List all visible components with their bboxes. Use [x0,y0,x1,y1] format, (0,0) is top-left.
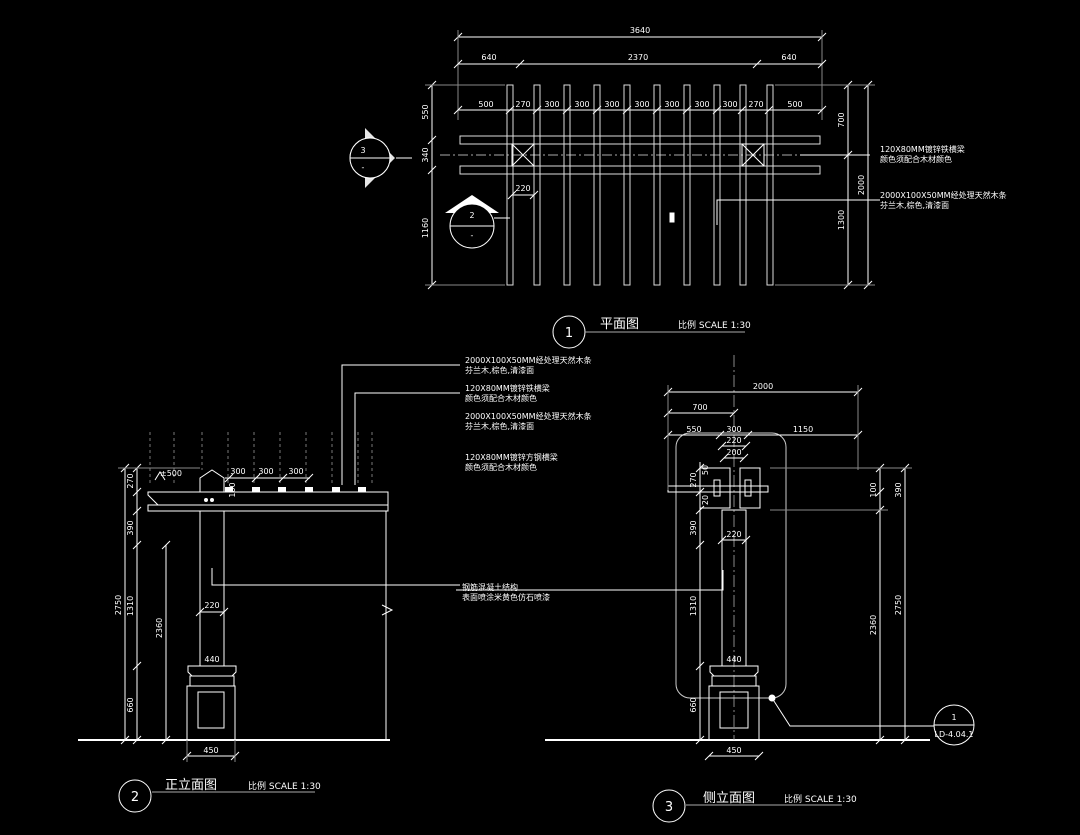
plan-note-slat-1: 2000X100X50MM经处理天然木条 [880,190,1007,200]
plan-dim-middle: 2370 [628,53,648,62]
side-scale: 比例 SCALE 1:30 [784,793,857,805]
front-note-1b: 芬兰木,棕色,清漆面 [465,365,534,375]
front-dim: 300 [230,467,245,476]
side-labels: 2000 700 550 300 1150 220 200 50 20 270 … [665,382,974,815]
front-note-3b: 芬兰木,棕色,清漆面 [465,421,534,431]
plan-view [349,30,880,349]
slat-dim: 270 [515,100,530,109]
side-left-dim: 50 [701,465,710,475]
plan-title: 平面图 [600,317,639,332]
plan-note-slat-2: 芬兰木,棕色,清漆面 [880,200,949,210]
section-marker-3-label: 3 [360,146,365,155]
side-base-width: 450 [726,746,741,755]
side-dim: 2000 [753,382,773,391]
side-left-dim: 1310 [689,596,698,616]
side-left-dim: 20 [701,495,710,505]
side-left-dim: 390 [689,520,698,535]
plan-right-dim-1: 700 [837,112,846,127]
side-dim: 200 [726,448,741,457]
plan-right-dim-2: 2000 [857,175,866,195]
plan-slat-dims: 500 270 300 300 300 300 300 300 300 270 … [478,100,802,109]
plan-right-dim-3: 1300 [837,210,846,230]
detail-ref-number: 1 [951,713,956,722]
slat-dim: 300 [664,100,679,109]
front-left-dim: 390 [126,520,135,535]
side-right-dim: 2360 [869,615,878,635]
slat-dim: 270 [748,100,763,109]
front-note-3a: 2000X100X50MM经处理天然木条 [465,411,592,421]
front-small-dim: 100 [228,482,237,497]
side-dim: 550 [686,425,701,434]
front-note-4b: 颜色须配合木材颜色 [465,462,537,472]
slat-dim: 300 [722,100,737,109]
concrete-note-1: 钢筋混凝土结构 [462,582,518,592]
plan-dim-right: 640 [781,53,796,62]
plan-callout-number: 1 [565,326,573,341]
plan-post-dim: 220 [515,184,530,193]
plan-note-beam-1: 120X80MM镀锌铁横梁 [880,144,965,154]
slat-dim: 500 [787,100,802,109]
side-post-width: 220 [726,530,741,539]
side-right-dim: 2750 [894,595,903,615]
front-scale: 比例 SCALE 1:30 [248,780,321,792]
front-note-2a: 120X80MM镀锌铁横梁 [465,383,550,393]
side-dim: 220 [726,436,741,445]
slat-dim: 300 [544,100,559,109]
front-left-dim: 2360 [155,618,164,638]
side-right-dim: 100 [869,482,878,497]
plan-scale: 比例 SCALE 1:30 [678,319,751,331]
side-callout-number: 3 [665,800,673,815]
front-left-dim: 270 [126,473,135,488]
slat-dim: 300 [574,100,589,109]
plan-left-dim-2: 340 [421,147,430,162]
slat-dim: 300 [604,100,619,109]
front-title: 正立面图 [165,778,217,793]
front-elevation [78,364,460,813]
side-dim: 300 [726,425,741,434]
side-right-dim: 390 [894,482,903,497]
front-left-dim: 1310 [126,596,135,616]
front-dim: 300 [288,467,303,476]
slat-dim: 300 [634,100,649,109]
front-left-dim: 660 [126,697,135,712]
detail-ref-sheet: LD-4.04.1 [935,730,974,739]
front-labels: ±500 300 300 300 100 270 390 2750 1310 2… [114,355,592,805]
plan-left-dim-3: 1160 [421,218,430,238]
side-left-dim: 660 [689,697,698,712]
front-level: ±500 [160,469,182,478]
side-left-dim: 270 [689,472,698,487]
front-note-4a: 120X80MM镀锌方钢横梁 [465,452,558,462]
front-dim: 300 [258,467,273,476]
slat-dim: 500 [478,100,493,109]
side-elevation [456,355,975,823]
front-note-2b: 颜色须配合木材颜色 [465,393,537,403]
front-left-dim: 2750 [114,595,123,615]
plan-left-dim-1: 550 [421,104,430,119]
front-callout-number: 2 [131,790,139,805]
front-cap-width: 440 [204,655,219,664]
side-title: 侧立面图 [703,791,755,806]
plan-note-beam-2: 颜色须配合木材颜色 [880,154,952,164]
plan-dim-overall: 3640 [630,26,650,35]
concrete-note-2: 表面喷涂米黄色仿石喷漆 [462,592,550,602]
section-marker-2-label: 2 [469,211,474,220]
front-base-width: 450 [203,746,218,755]
side-cap-width: 440 [726,655,741,664]
slat-dim: 300 [694,100,709,109]
section-marker-2-sub: - [471,231,474,240]
plan-labels: 3640 640 2370 640 500 270 300 300 300 30… [360,26,1006,341]
section-marker-3-sub: - [362,163,365,172]
front-post-width: 220 [204,601,219,610]
front-note-1a: 2000X100X50MM经处理天然木条 [465,355,592,365]
side-dim: 1150 [793,425,813,434]
plan-dim-left: 640 [481,53,496,62]
side-dim: 700 [692,403,707,412]
